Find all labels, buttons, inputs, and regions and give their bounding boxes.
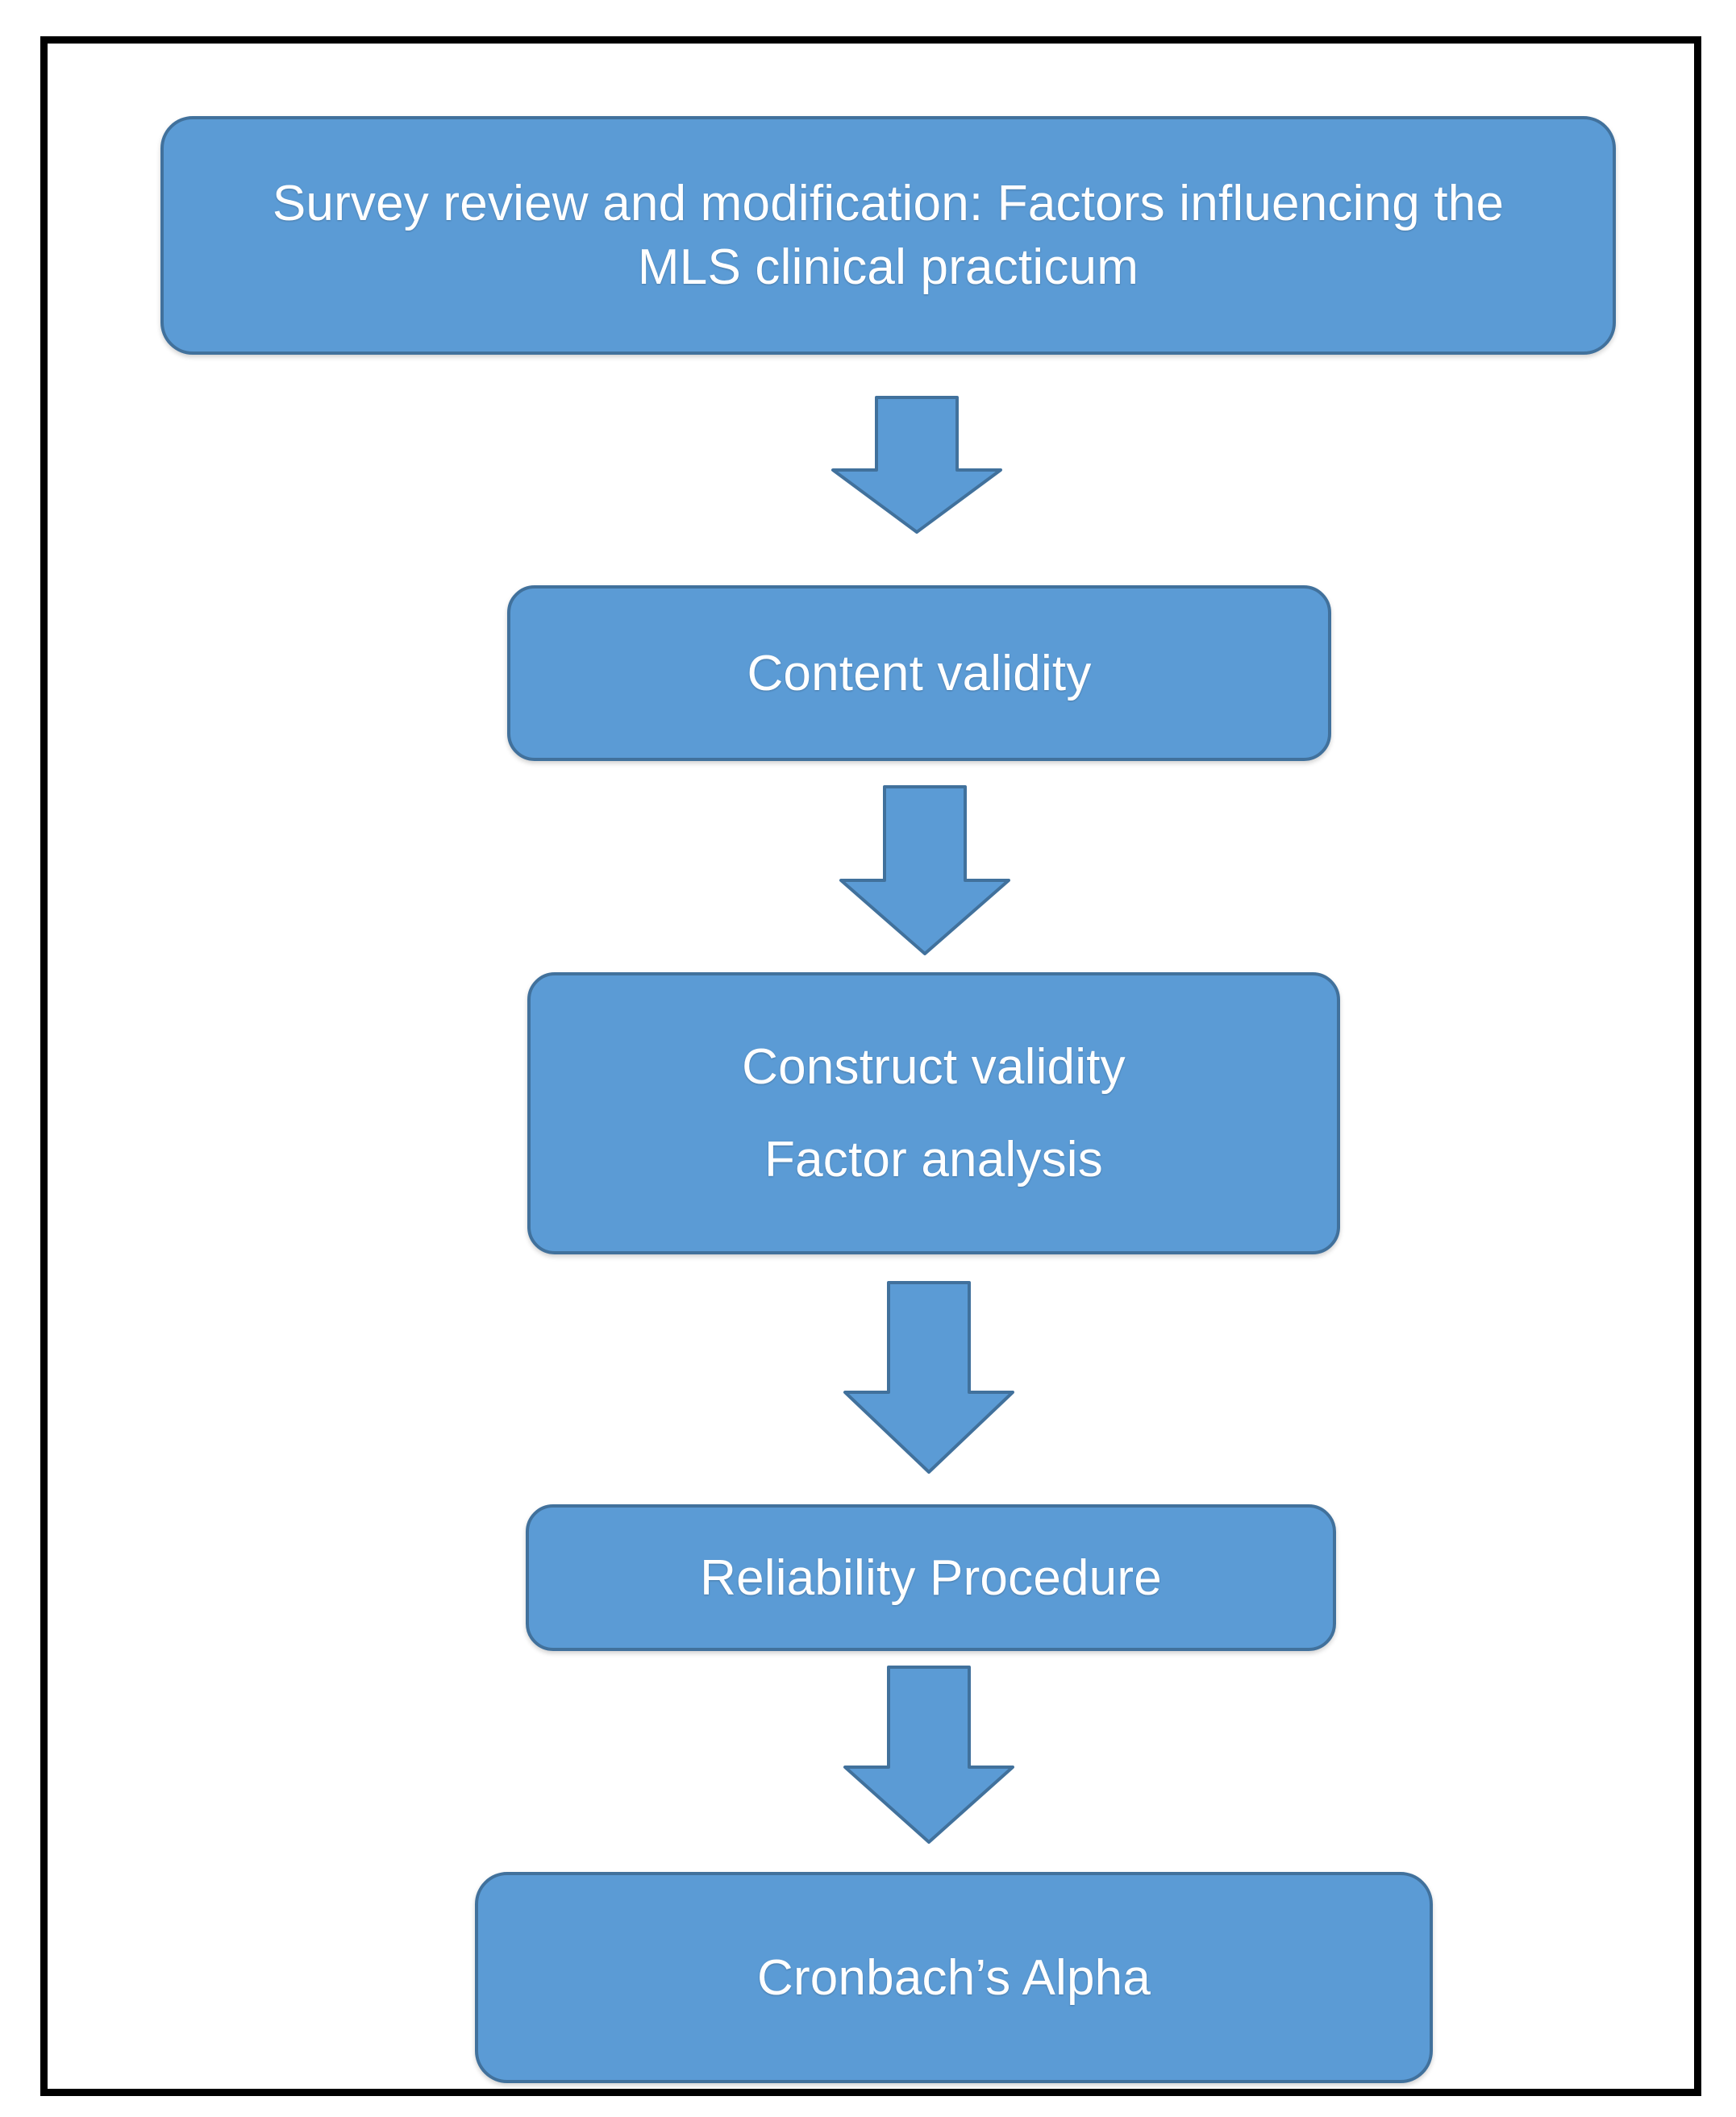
flow-node-survey-review-line-1: Survey review and modification: Factors … (272, 175, 1505, 231)
down-arrow-icon-1 (830, 396, 1004, 534)
flow-node-survey-review-line-2: MLS clinical practicum (637, 239, 1139, 295)
flow-node-content-validity[interactable]: Content validity (507, 585, 1331, 761)
flow-node-reliability-procedure[interactable]: Reliability Procedure (526, 1504, 1336, 1651)
flow-node-construct-validity-line-2: Factor analysis (764, 1132, 1103, 1187)
diagram-frame: Survey review and modification: Factors … (40, 36, 1701, 2096)
down-arrow-icon-2 (838, 785, 1012, 956)
flow-node-survey-review[interactable]: Survey review and modification: Factors … (160, 116, 1616, 355)
down-arrow-icon-3 (842, 1281, 1016, 1474)
flow-node-construct-validity-line-1: Construct validity (742, 1039, 1126, 1095)
flow-node-cronbachs-alpha[interactable]: Cronbach’s Alpha (475, 1872, 1433, 2083)
flow-node-construct-validity[interactable]: Construct validity Factor analysis (527, 972, 1340, 1254)
down-arrow-icon-4 (842, 1666, 1016, 1845)
flow-node-reliability-procedure-label: Reliability Procedure (700, 1549, 1162, 1606)
flow-node-content-validity-label: Content validity (747, 645, 1092, 701)
flow-node-cronbachs-alpha-label: Cronbach’s Alpha (756, 1949, 1151, 2006)
